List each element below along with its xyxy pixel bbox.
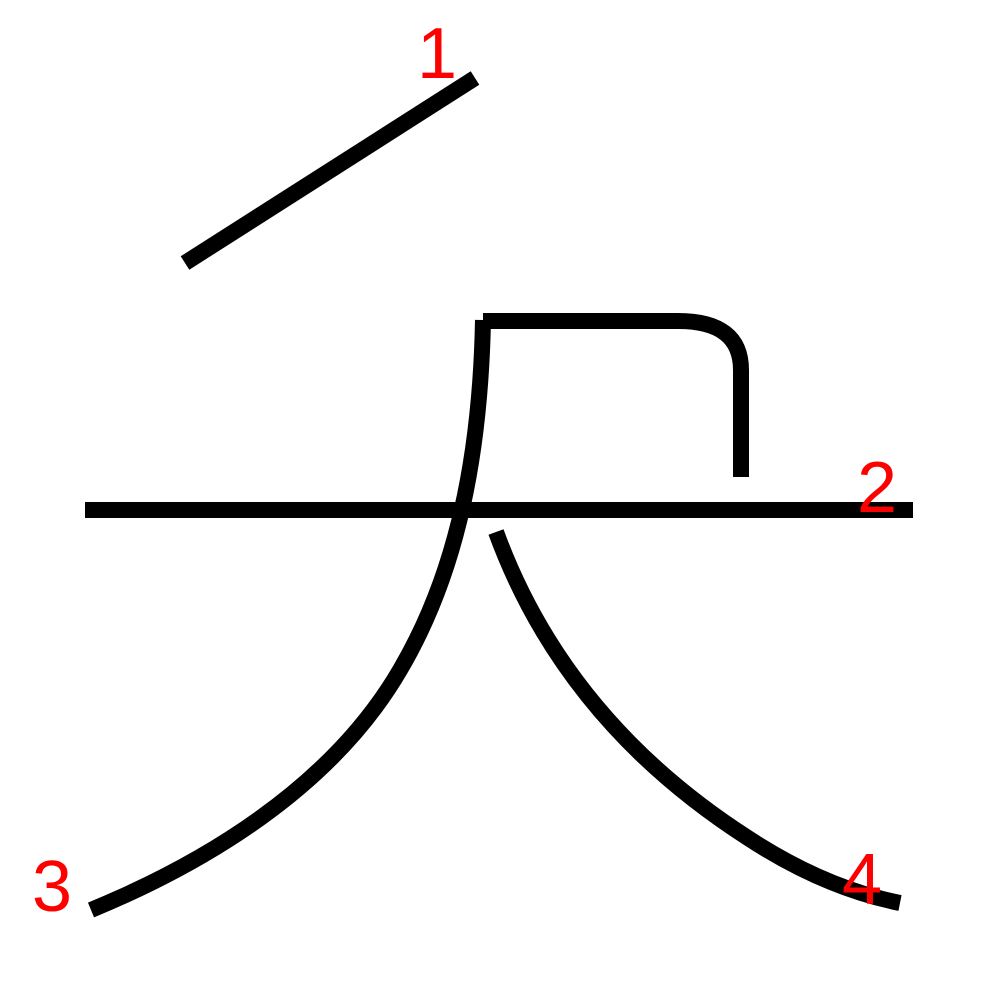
stroke-4-path (488, 529, 902, 911)
stroke-3-label: 3 (32, 847, 72, 927)
stroke-number-labels: 1 2 3 4 (32, 14, 897, 927)
stroke-4-label: 4 (842, 840, 882, 920)
stroke-1-path (180, 71, 480, 270)
stroke-1-label: 1 (417, 14, 457, 94)
stroke-3-path (87, 319, 491, 918)
stroke-2-hook-path (483, 313, 749, 477)
stroke-paths (85, 71, 913, 918)
stroke-2-label: 2 (857, 448, 897, 528)
